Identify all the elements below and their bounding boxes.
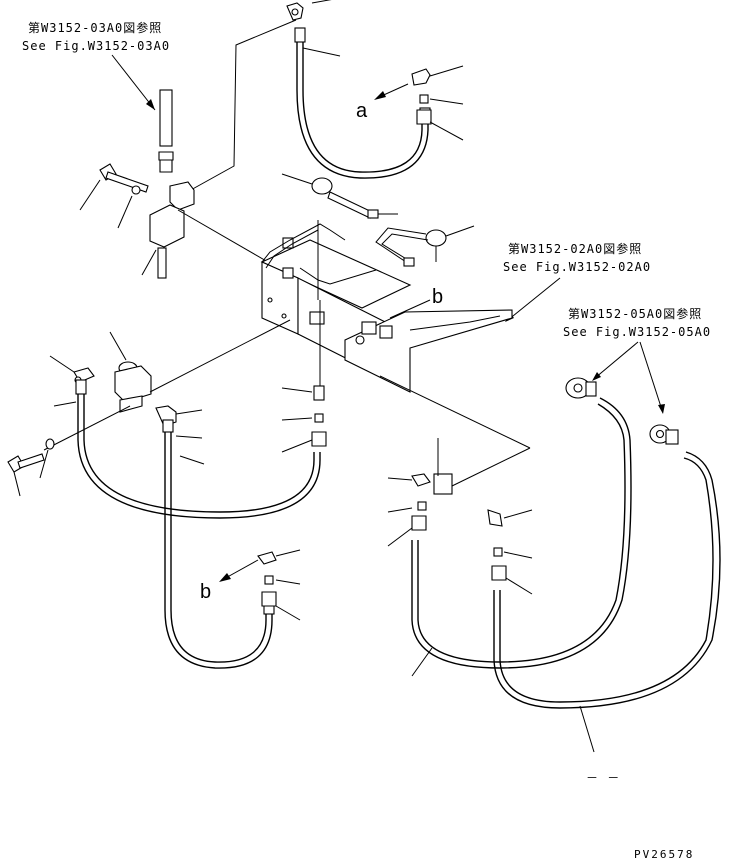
pipe-stub-upper-left <box>159 89 173 147</box>
valve-stem-upper <box>157 247 167 279</box>
connection-label-a-upper: a <box>356 100 368 122</box>
ref-w3152-03a0-en: See Fig.W3152-03A0 <box>22 39 170 53</box>
washer-lower-left <box>45 438 55 450</box>
right-hose-short <box>411 397 632 677</box>
right-hose-long <box>493 451 721 753</box>
upper-hose <box>296 40 429 179</box>
arrow-b-lower <box>219 559 259 582</box>
valve-body-upper <box>149 204 185 248</box>
ref-w3152-05a0-jp: 第W3152-05A0図参照 <box>568 306 702 321</box>
ref-leader-05a0 <box>592 341 665 414</box>
ref-w3152-02a0-jp: 第W3152-02A0図参照 <box>508 241 642 256</box>
sleeve-upper-right <box>419 94 429 104</box>
ref-w3152-03a0-jp: 第W3152-03A0図参照 <box>28 20 162 35</box>
ref-w3152-05a0-en: See Fig.W3152-05A0 <box>563 325 711 339</box>
washer-upper <box>131 185 141 195</box>
leader-b-bracket <box>389 299 431 319</box>
left-long-hose <box>162 419 275 669</box>
stray-mark: － － <box>586 771 620 785</box>
adapter-upper-left <box>158 151 174 173</box>
connection-label-b-lower: b <box>200 581 211 603</box>
quick-coupler-lower <box>649 424 679 445</box>
manifold-bracket-assembly <box>260 220 513 393</box>
pressure-sensor-right <box>375 225 475 267</box>
tee-fitting-upper <box>169 181 195 211</box>
manifold-lower-fittings <box>281 385 327 453</box>
upper-hose-end-top <box>294 27 306 43</box>
elbow-fitting-upper-right <box>411 68 431 86</box>
ref-leader-03a0 <box>111 54 156 111</box>
upper-hose-assembly <box>179 0 464 197</box>
upper-left-valve-assembly <box>79 89 269 279</box>
nut-upper-right <box>416 109 432 125</box>
connection-label-b-bracket: b <box>432 286 443 308</box>
ref-w3152-02a0-en: See Fig.W3152-02A0 <box>503 260 651 274</box>
bolt-lower-left <box>7 438 55 497</box>
left-valve-body <box>114 365 152 403</box>
pressure-sensor-left <box>281 173 398 219</box>
figure-code: PV26578 <box>634 848 694 861</box>
tee-fitting-right <box>433 473 453 495</box>
manifold-block-top <box>260 239 412 309</box>
quick-coupler-upper <box>565 377 597 399</box>
ref-leader-02a0 <box>505 277 561 322</box>
arrow-a-upper <box>374 83 409 100</box>
bolt-shank-upper <box>105 171 149 193</box>
left-hose-loop <box>75 379 321 519</box>
right-center-tee-assembly <box>379 375 533 595</box>
lower-left-fittings <box>257 549 301 621</box>
